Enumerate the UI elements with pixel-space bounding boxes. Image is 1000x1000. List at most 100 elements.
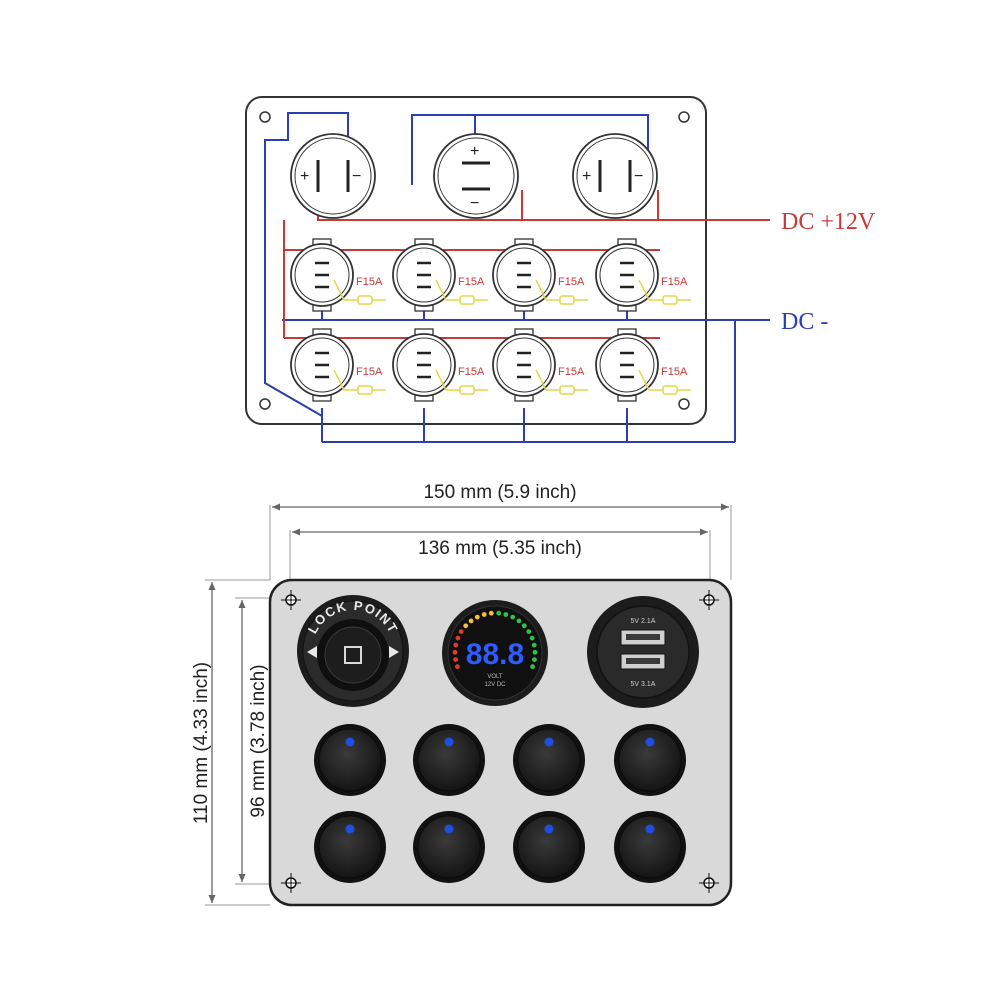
fuse-label: F15A <box>356 366 383 378</box>
crosshair-hole-icon <box>281 590 301 610</box>
usb-bottom-label: 5V 3.1A <box>631 681 656 688</box>
fuse-icon <box>435 279 488 305</box>
overall-height-label: 110 mm (4.33 inch) <box>191 662 212 824</box>
accessory-outline-center: + − <box>433 133 519 219</box>
wiring-switch-outline <box>290 238 354 312</box>
led-dot <box>503 612 509 617</box>
wiring-switch-outline <box>492 238 556 312</box>
fuse-label: F15A <box>661 366 688 378</box>
dc-positive-label: DC +12V <box>781 209 876 235</box>
indicator-led-icon <box>345 737 355 747</box>
voltmeter: 88.8 VOLT 12V DC <box>442 600 548 706</box>
led-dot <box>526 629 532 634</box>
led-dot <box>468 618 474 624</box>
led-dot <box>458 629 464 634</box>
led-dot <box>531 642 537 648</box>
led-dot <box>529 635 535 641</box>
fuse-label: F15A <box>458 366 485 378</box>
fuse-icon <box>333 369 386 395</box>
wiring-switch-outline <box>595 238 659 312</box>
wiring-switch-outline <box>290 328 354 402</box>
dc-negative-label: DC - <box>781 309 828 335</box>
indicator-led-icon <box>645 824 655 834</box>
rocker-switch-button[interactable] <box>413 811 485 883</box>
fuse-icon <box>638 369 691 395</box>
fuse-icon <box>535 369 588 395</box>
rocker-switch-button[interactable] <box>314 811 386 883</box>
fuse-icon <box>638 279 691 305</box>
usb-top-label: 5V 2.1A <box>631 618 656 625</box>
crosshair-hole-icon <box>281 873 301 893</box>
led-dot <box>510 614 516 620</box>
rocker-switch-button[interactable] <box>413 724 485 796</box>
indicator-led-icon <box>345 824 355 834</box>
fuse-icon <box>435 369 488 395</box>
mount-hole-icon <box>259 111 271 123</box>
voltmeter-caption-2: 12V DC <box>484 682 506 688</box>
crosshair-hole-icon <box>699 873 719 893</box>
led-dot <box>481 612 487 617</box>
minus-sign: − <box>352 168 361 185</box>
wiring-switch-outline <box>492 328 556 402</box>
led-dot <box>452 649 458 655</box>
overall-width-label: 150 mm (5.9 inch) <box>423 482 576 503</box>
mount-holes <box>281 590 719 893</box>
indicator-led-icon <box>544 737 554 747</box>
mount-hole-icon <box>678 111 690 123</box>
accessory-outline-left: + − <box>290 133 376 219</box>
led-dot <box>516 618 522 624</box>
arrow-left-icon <box>307 646 317 658</box>
plus-sign: + <box>300 168 309 185</box>
fuse-label: F15A <box>558 366 585 378</box>
voltmeter-display: 88.8 <box>466 638 524 671</box>
fuse-icon <box>535 279 588 305</box>
mount-hole-icon <box>678 398 690 410</box>
wiring-switch-rows: F15A F15A F15A F15A F15A F15A F15A F15A <box>290 238 691 402</box>
led-dot <box>453 657 458 662</box>
fuse-label: F15A <box>458 276 485 288</box>
led-dot <box>453 642 459 648</box>
led-dot <box>463 623 469 629</box>
minus-sign: − <box>634 168 643 185</box>
indicator-led-icon <box>544 824 554 834</box>
led-dot <box>532 657 537 662</box>
inner-height-label: 96 mm (3.78 inch) <box>248 664 269 817</box>
indicator-led-icon <box>444 737 454 747</box>
fuse-label: F15A <box>356 276 383 288</box>
rocker-switches <box>314 724 686 883</box>
led-dot <box>521 623 527 629</box>
wiring-switch-outline <box>392 328 456 402</box>
crosshair-hole-icon <box>699 590 719 610</box>
minus-sign: − <box>470 195 479 212</box>
fuse-icon <box>333 279 386 305</box>
socket-square-icon <box>344 646 362 664</box>
usb-charger: 5V 2.1A 5V 3.1A <box>587 596 699 708</box>
fuse-label: F15A <box>558 276 585 288</box>
led-dot <box>496 610 502 616</box>
led-dot <box>455 635 461 641</box>
voltmeter-led-ring <box>452 610 538 670</box>
led-dot <box>488 610 494 616</box>
rocker-switch-button[interactable] <box>614 811 686 883</box>
negative-wiring <box>264 112 770 443</box>
accessory-outline-right: + − <box>572 133 658 219</box>
dimension-drawing: 150 mm (5.9 inch) 136 mm (5.35 inch) 110… <box>191 482 733 907</box>
wiring-switch-outline <box>595 328 659 402</box>
indicator-led-icon <box>645 737 655 747</box>
rocker-switch-button[interactable] <box>314 724 386 796</box>
fuse-label: F15A <box>661 276 688 288</box>
plus-sign: + <box>470 143 479 160</box>
led-dot <box>455 664 460 670</box>
indicator-led-icon <box>444 824 454 834</box>
wiring-switch-outline <box>392 238 456 312</box>
plus-sign: + <box>582 168 591 185</box>
mount-hole-icon <box>259 398 271 410</box>
rocker-switch-button[interactable] <box>614 724 686 796</box>
led-dot <box>474 614 480 620</box>
rocker-switch-button[interactable] <box>513 724 585 796</box>
rocker-switch-button[interactable] <box>513 811 585 883</box>
inner-width-label: 136 mm (5.35 inch) <box>418 538 582 559</box>
led-dot <box>532 649 538 655</box>
